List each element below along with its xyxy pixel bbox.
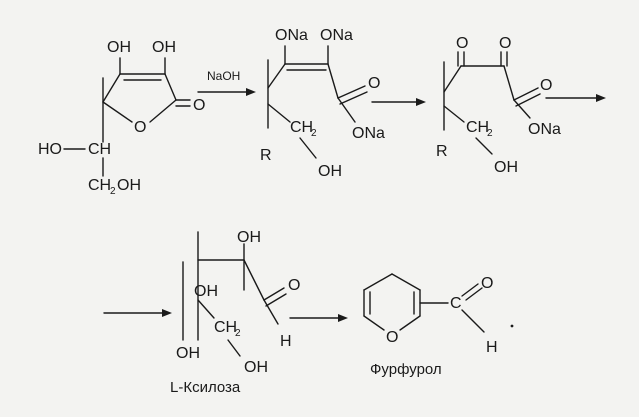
furfural-ring-o: O [386,329,398,346]
salt-ona-left: ONa [275,27,308,44]
ascorbic-acid-structure: OH OH O O HO CH CH 2 OH [38,39,205,197]
arrow-3 [545,94,606,102]
xylose-ch2: CH [214,319,237,336]
xylose-oh-mid: OH [194,283,218,300]
furfural-structure: O C O H Фурфурол [363,273,514,378]
diketo-bond-c1 [503,65,515,101]
diketo-carbonyl-bond [513,87,539,101]
salt-carbonyl-bond-2 [339,91,368,105]
arrow-5 [289,314,348,322]
ascorbic-ch2oh-sub: 2 [110,186,116,197]
ascorbic-ch2oh-oh: OH [117,177,141,194]
furfural-aldehyde-h: H [486,339,498,356]
furfural-bond-h [461,309,485,333]
ascorbic-bond-c4 [102,73,121,103]
xylose-oh-bottom-right: OH [244,359,268,376]
diketo-oh: OH [494,159,518,176]
furfural-ring-bottom-right [399,315,421,331]
reagent-naoh: NaOH [207,69,240,83]
furfural-ring-top-left [363,273,393,291]
furfural-ring-bottom-left [363,315,385,331]
furfural-ring-top-right [391,273,421,291]
furfural-aldehyde-o: O [481,275,493,292]
salt-r: R [260,147,272,164]
xylose-bond-cho [243,259,265,301]
arrow-2 [371,98,426,106]
arrow-naoh: NaOH [197,69,256,96]
diketo-o-left: O [456,35,468,52]
ascorbic-oh-right: OH [152,39,176,56]
salt-oh: OH [318,163,342,180]
salt-bond-ch2 [267,103,291,123]
salt-ch2: CH [290,119,313,136]
ascorbic-ch: CH [88,141,111,158]
diketo-ch2-sub: 2 [487,128,493,139]
diketo-bond-ch2 [443,105,465,123]
xylose-bond-ch2 [197,299,215,319]
xylose-structure: OH OH O H CH 2 OH OH L-Ксилоза [170,229,300,396]
diketo-salt-structure: O O O ONa CH 2 OH R [436,35,561,176]
furfural-dot [510,324,514,328]
diketo-carbonyl-bond-2 [515,93,541,107]
salt-bond-c4 [267,63,286,89]
salt-carbonyl-bond [337,85,366,99]
xylose-caption: L-Ксилоза [170,379,241,396]
xylose-oh-top: OH [237,229,261,246]
salt-carbonyl-o: O [368,75,380,92]
arrow-4 [103,309,172,317]
furfural-caption: Фурфурол [370,361,442,378]
arrow-5-head [338,314,348,322]
diketo-ona-ester: ONa [528,121,561,138]
ascorbic-ho: HO [38,141,62,158]
ascorbic-bond-c1 [164,73,177,101]
diketo-bond-oh [475,137,493,155]
ascorbic-bond-ring-o-left [102,101,133,123]
furfural-aldehyde-bond [461,283,479,297]
xylose-aldehyde-h: H [280,333,292,350]
ascorbic-ch2oh-c: CH [88,177,111,194]
diketo-bond-c4 [443,65,462,93]
arrow-3-head [596,94,606,102]
salt-ester-bond [337,97,356,123]
salt-ona-right: ONa [320,27,353,44]
ascorbic-oh-left: OH [107,39,131,56]
furfural-aldehyde-bond-2 [465,287,483,301]
arrow-4-head [162,309,172,317]
diketo-carbonyl-o: O [540,77,552,94]
xylose-ch2-sub: 2 [235,328,241,339]
ascorbic-bond-ring-o-right [149,99,177,123]
disodium-salt-structure: ONa ONa O ONa CH 2 OH R [260,27,385,180]
xylose-aldehyde-bond-2 [265,293,287,307]
salt-bond-c1 [327,63,339,99]
ascorbic-ring-o: O [134,119,146,136]
xylose-bond-h [263,299,279,325]
salt-ch2-sub: 2 [311,128,317,139]
furfural-c: C [450,295,462,312]
xylose-aldehyde-o: O [288,277,300,294]
arrow-1-head [246,88,256,96]
ascorbic-carbonyl-o: O [193,97,205,114]
xylose-oh-bottom-left: OH [176,345,200,362]
arrow-2-head [416,98,426,106]
diketo-ch2: CH [466,119,489,136]
diketo-ester-bond [513,99,531,119]
xylose-aldehyde-bond [263,287,285,301]
diketo-r: R [436,143,448,160]
salt-ona-ester: ONa [352,125,385,142]
salt-bond-oh [299,137,317,159]
xylose-bond-oh-right [227,339,241,357]
diketo-o-right: O [499,35,511,52]
